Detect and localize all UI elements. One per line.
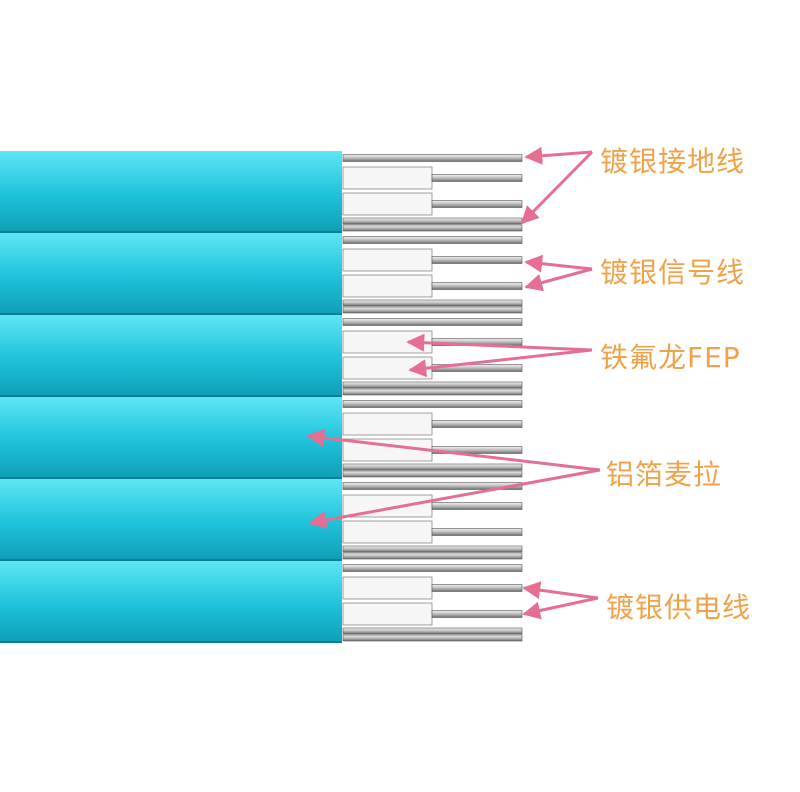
label-aluminum-foil: 铝箔麦拉 xyxy=(606,458,723,491)
callout-arrow xyxy=(520,150,594,225)
callout-arrow xyxy=(406,333,593,352)
callout-arrow xyxy=(524,254,593,273)
label-signal-wire: 镀银信号线 xyxy=(600,256,746,289)
callout-arrow xyxy=(308,468,601,529)
fep-insulation xyxy=(342,192,433,216)
callout-arrow xyxy=(522,581,599,600)
label-ground-wire: 镀银接地线 xyxy=(600,145,746,178)
conductor-wire xyxy=(342,306,523,314)
callout-arrow xyxy=(524,267,593,292)
conductor-wire xyxy=(342,154,523,162)
conductor-wire xyxy=(342,388,523,396)
label-fep-insulation: 铁氟龙FEP xyxy=(600,341,741,374)
fep-insulation xyxy=(342,274,433,298)
jacket-seam xyxy=(0,395,342,397)
conductor-wire xyxy=(342,318,523,326)
conductor-wire xyxy=(342,482,523,490)
callout-arrow xyxy=(522,596,599,620)
fep-insulation xyxy=(342,412,433,436)
jacket-seam xyxy=(0,477,342,479)
conductor-wire xyxy=(342,627,523,635)
conductor-wire xyxy=(342,299,523,307)
conductor-wire xyxy=(431,174,523,182)
conductor-wire xyxy=(431,282,523,290)
jacket-seam xyxy=(0,559,342,561)
conductor-wire xyxy=(431,528,523,536)
conductor-wire xyxy=(342,236,523,244)
conductor-wire xyxy=(342,564,523,572)
jacket-band xyxy=(0,561,342,642)
fep-insulation xyxy=(342,576,433,600)
callout-arrow xyxy=(524,146,593,165)
conductor-wire xyxy=(342,463,523,471)
jacket-band xyxy=(0,479,342,560)
jacket-band xyxy=(0,315,342,396)
conductor-wire xyxy=(431,584,523,592)
conductor-wire xyxy=(342,400,523,408)
conductor-wire xyxy=(431,256,523,264)
conductor-wire xyxy=(431,502,523,510)
conductor-wire xyxy=(342,552,523,560)
conductor-wire xyxy=(342,634,523,642)
callout-arrow xyxy=(408,348,593,378)
fep-insulation xyxy=(342,166,433,190)
conductor-wire xyxy=(342,381,523,389)
jacket-band xyxy=(0,233,342,314)
fep-insulation xyxy=(342,602,433,626)
conductor-wire xyxy=(342,545,523,553)
jacket-seam xyxy=(0,231,342,233)
callout-arrows xyxy=(306,146,601,620)
jacket-band xyxy=(0,397,342,478)
jacket-seam xyxy=(0,313,342,315)
jacket-band xyxy=(0,151,342,232)
conductor-wire xyxy=(431,420,523,428)
conductor-wire xyxy=(342,217,523,225)
fep-insulation xyxy=(342,520,433,544)
jacket-group xyxy=(0,151,342,643)
conductor-wire xyxy=(431,610,523,618)
conductor-wire xyxy=(342,470,523,478)
label-power-wire: 镀银供电线 xyxy=(606,591,752,624)
jacket-seam xyxy=(0,641,342,643)
conductor-wire xyxy=(431,200,523,208)
fep-insulation xyxy=(342,248,433,272)
conductor-wire xyxy=(342,224,523,232)
conductor-group xyxy=(342,154,523,642)
callout-arrow xyxy=(306,428,601,472)
